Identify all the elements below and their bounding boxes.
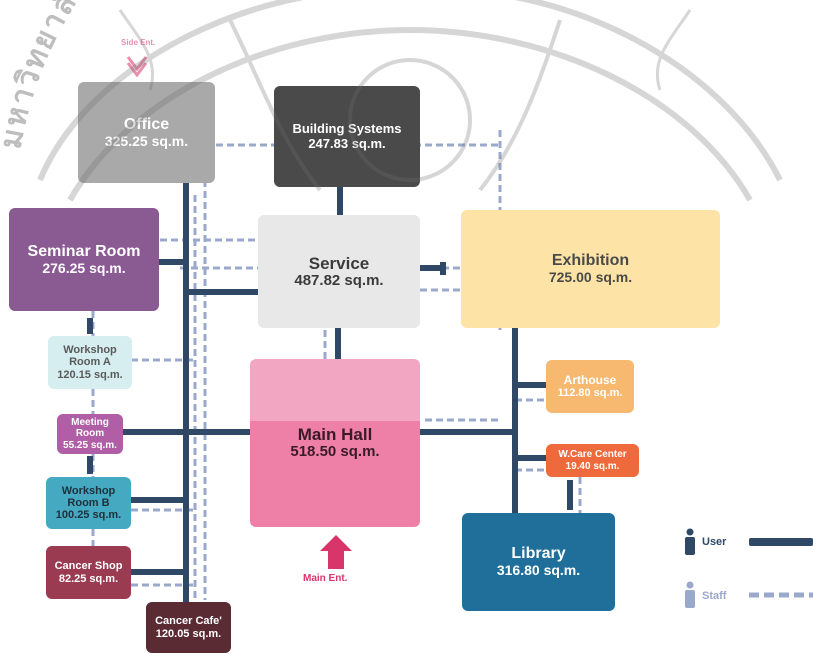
room-arthouse: Arthouse 112.80 sq.m. bbox=[546, 360, 634, 413]
room-name: Seminar Room bbox=[27, 242, 141, 260]
room-exhibition: Exhibition 725.00 sq.m. bbox=[461, 210, 720, 328]
legend-user-label: User bbox=[702, 536, 727, 548]
room-area: 276.25 sq.m. bbox=[42, 259, 126, 276]
room-area: 120.05 sq.m. bbox=[155, 627, 222, 640]
room-office: Office 325.25 sq.m. bbox=[78, 82, 215, 183]
arrow-shape bbox=[320, 535, 352, 569]
room-name: Service bbox=[308, 253, 370, 273]
room-workshop-room-a: Workshop Room A 120.15 sq.m. bbox=[48, 336, 132, 389]
room-area: 725.00 sq.m. bbox=[548, 269, 633, 286]
legend-user-line bbox=[749, 538, 813, 546]
room-name: Main Hall bbox=[297, 425, 373, 445]
room-area: 247.83 sq.m. bbox=[308, 135, 386, 151]
staff-person-icon bbox=[685, 581, 695, 608]
room-name: Exhibition bbox=[551, 252, 630, 270]
room-main-hall: Main Hall 518.50 sq.m. bbox=[250, 359, 420, 527]
side-entrance-label: Side Ent. bbox=[121, 38, 156, 47]
room-building-systems: Building Systems 247.83 sq.m. bbox=[274, 86, 420, 187]
room-area: 325.25 sq.m. bbox=[104, 132, 189, 149]
room-service: Service 487.82 sq.m. bbox=[258, 215, 420, 328]
legend-staff-label: Staff bbox=[702, 590, 727, 602]
room-area: 100.25 sq.m. bbox=[55, 509, 122, 522]
room-name: Office bbox=[123, 115, 170, 133]
room-area: 55.25 sq.m. bbox=[63, 439, 117, 451]
room-area: 316.80 sq.m. bbox=[496, 562, 581, 579]
room-name: Cancer Shop bbox=[54, 560, 123, 573]
room-area: 120.15 sq.m. bbox=[57, 368, 123, 381]
chevron-shape bbox=[126, 56, 148, 77]
room-name: Arthouse bbox=[563, 372, 617, 387]
room-name: Workshop Room B bbox=[61, 484, 116, 509]
legend-staff-line bbox=[749, 592, 813, 598]
room-name: Workshop Room A bbox=[63, 344, 117, 369]
room-name: Building Systems bbox=[292, 120, 402, 136]
user-person-icon bbox=[685, 528, 695, 555]
side-entrance-arrow-icon bbox=[126, 56, 148, 77]
room-meeting-room: Meeting Room 55.25 sq.m. bbox=[57, 414, 123, 454]
room-name: Meeting Room bbox=[71, 417, 109, 440]
room-cancer-cafe: Cancer Cafe' 120.05 sq.m. bbox=[146, 602, 231, 653]
main-entrance-label: Main Ent. bbox=[303, 573, 348, 584]
room-area: 518.50 sq.m. bbox=[290, 443, 380, 461]
room-name: Library bbox=[511, 545, 566, 563]
room-area: 487.82 sq.m. bbox=[294, 271, 384, 289]
room-workshop-room-b: Workshop Room B 100.25 sq.m. bbox=[46, 477, 131, 529]
room-cancer-shop: Cancer Shop 82.25 sq.m. bbox=[46, 546, 131, 599]
room-name: W.Care Center bbox=[558, 449, 627, 461]
room-seminar-room: Seminar Room 276.25 sq.m. bbox=[9, 208, 159, 311]
room-area: 82.25 sq.m. bbox=[58, 572, 119, 585]
room-library: Library 316.80 sq.m. bbox=[462, 513, 615, 611]
main-entrance-arrow-icon bbox=[320, 535, 352, 569]
room-area: 19.40 sq.m. bbox=[565, 460, 620, 472]
room-w-care-center: W.Care Center 19.40 sq.m. bbox=[546, 444, 639, 477]
room-area: 112.80 sq.m. bbox=[557, 387, 623, 400]
room-name: Cancer Cafe' bbox=[155, 615, 222, 628]
